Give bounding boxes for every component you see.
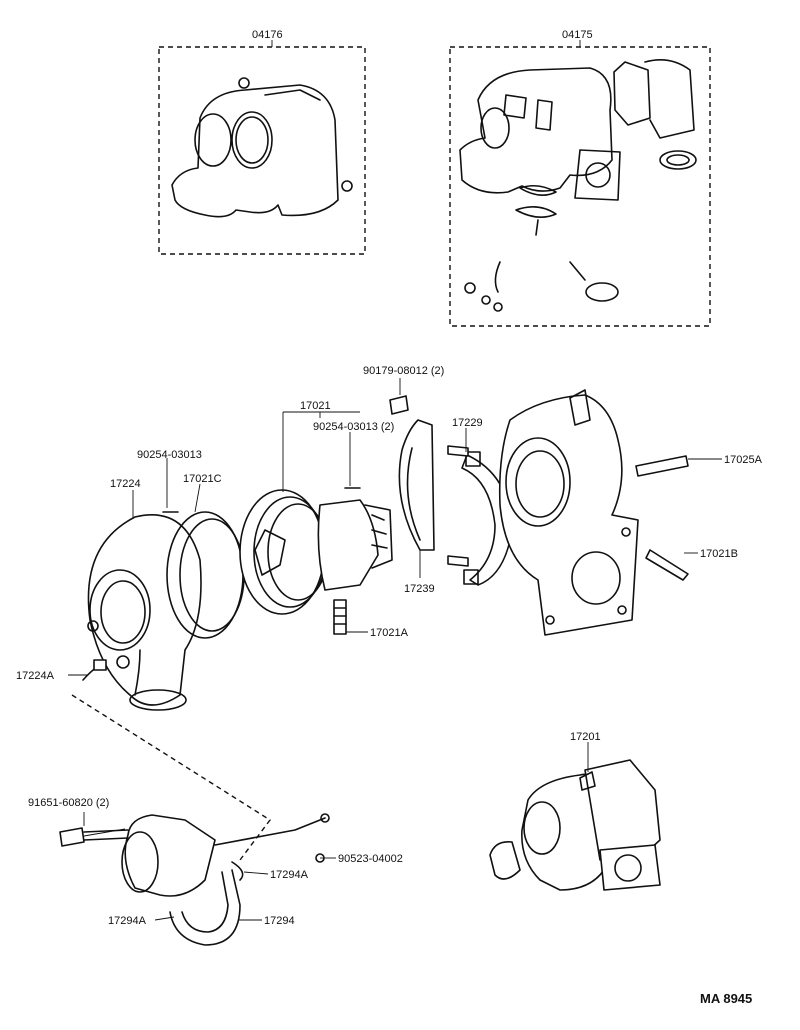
kit-04176-box: 04176 [158,29,366,255]
label-17021: 17021 [300,400,331,412]
label-17021a: 17021A [370,627,409,639]
kit-04176-label: 04176 [252,29,283,41]
gasket-kit-04175-illustration [459,59,697,312]
label-91651-60820: 91651-60820 (2) [28,797,109,809]
figure-code: MA 8945 [700,991,752,1006]
label-17294: 17294 [264,915,295,927]
label-90254-03013-2: 90254-03013 (2) [313,421,394,433]
label-17224: 17224 [110,478,141,490]
label-17294a-upper: 17294A [270,869,309,881]
clamp-17239 [398,419,435,551]
kit-04175-box: 04175 [449,29,711,327]
turbocharger-assembly [489,759,661,891]
compressor-housing [87,514,202,711]
label-90254-03013: 90254-03013 [137,449,202,461]
actuator-reference-line [71,694,272,861]
label-90523-04002: 90523-04002 [338,853,403,865]
label-90179-08012: 90179-08012 (2) [363,365,444,377]
turbine-housing [498,389,639,636]
kit-04175-label: 04175 [562,29,593,41]
leader-lines [68,378,722,921]
label-17021b: 17021B [700,548,738,560]
wastegate-actuator [59,813,330,946]
label-17229: 17229 [452,417,483,429]
bolt-17224a [82,659,107,681]
studs-and-fasteners [162,395,689,635]
label-17025a: 17025A [724,454,763,466]
label-17239: 17239 [404,583,435,595]
label-17294a-lower: 17294A [108,915,147,927]
gasket-kit-04176-illustration [171,77,353,218]
center-cartridge [239,489,393,615]
label-17021c: 17021C [183,473,222,485]
label-17201: 17201 [570,731,601,743]
label-17224a: 17224A [16,670,55,682]
